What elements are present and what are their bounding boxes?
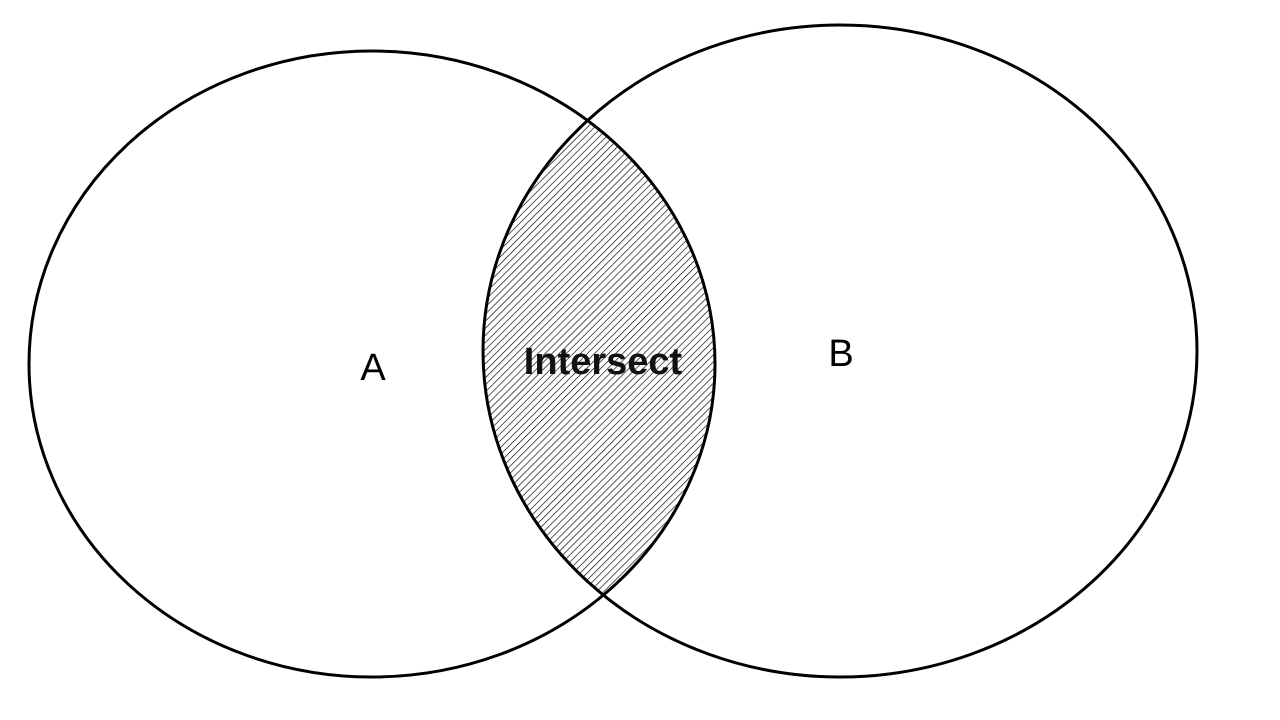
set-a-label: A: [360, 347, 386, 389]
set-a-circle: [27, 49, 717, 679]
set-b-label: B: [828, 333, 853, 375]
set-b-circle: [481, 23, 1199, 679]
intersection-label: Intersect: [524, 341, 683, 383]
